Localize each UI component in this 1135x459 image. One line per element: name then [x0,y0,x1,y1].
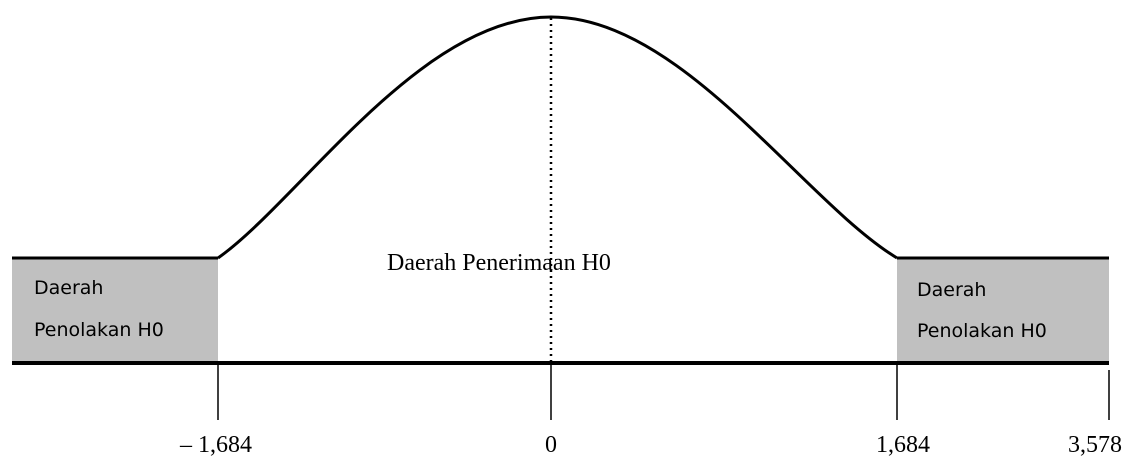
left-rejection-label-line2: Penolakan H0 [34,319,164,341]
normal-curve [217,15,898,260]
acceptance-region-label: Daerah Penerimaan H0 [387,250,611,276]
right-rejection-region [897,258,1109,363]
tick-label-3578: 3,578 [1068,432,1122,458]
tick-label-1684: 1,684 [876,432,930,458]
tick-label-0: 0 [545,432,557,458]
tick-label-neg-1684: – 1,684 [179,432,252,458]
right-rejection-label-line2: Penolakan H0 [917,320,1047,342]
left-rejection-region [12,258,218,363]
right-rejection-label-line1: Daerah [917,279,986,301]
left-rejection-label-line1: Daerah [34,277,103,299]
